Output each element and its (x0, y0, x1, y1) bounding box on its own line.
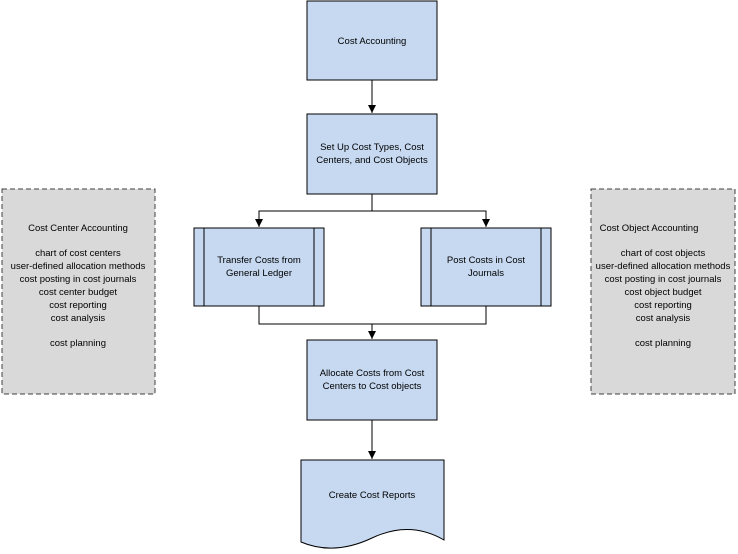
connector-transfer-to-allocate (258, 306, 376, 339)
panel-cost-center-item: user-defined allocation methods (11, 261, 146, 272)
node-set-up-cost-types: Set Up Cost Types, Cost Centers, and Cos… (306, 113, 438, 195)
panel-cost-center-item: cost analysis (51, 313, 106, 324)
panel-cost-object-item: cost object budget (624, 287, 701, 298)
panel-cost-object-accounting: Cost Object Accounting chart of cost obj… (590, 188, 736, 395)
node-allocate-costs-label-line-1: Allocate Costs from Cost (320, 368, 425, 379)
node-transfer-costs: Transfer Costs from General Ledger (193, 227, 325, 307)
panel-cost-center-item: cost posting in cost journals (20, 274, 137, 285)
panel-cost-object-item: cost planning (635, 338, 691, 349)
panel-cost-object-item: cost reporting (634, 300, 692, 311)
connector-setup-to-transfer (255, 194, 373, 227)
panel-cost-center-item: cost center budget (39, 287, 118, 298)
panel-cost-center-accounting: Cost Center Accounting chart of cost cen… (1, 188, 156, 395)
node-transfer-costs-label-line-2: General Ledger (226, 268, 292, 279)
node-transfer-costs-label-line-1: Transfer Costs from (217, 255, 301, 266)
node-allocate-costs-label-line-2: Centers to Cost objects (323, 381, 422, 392)
panel-cost-object-item: cost posting in cost journals (605, 274, 722, 285)
node-set-up-label-line-2: Centers, and Cost Objects (316, 155, 428, 166)
panel-cost-center-item: cost reporting (49, 300, 107, 311)
node-cost-accounting-label: Cost Accounting (338, 36, 407, 47)
panel-cost-object-item: user-defined allocation methods (596, 261, 731, 272)
panel-cost-center-item: cost planning (50, 338, 106, 349)
node-post-costs: Post Costs in Cost Journals (420, 227, 552, 307)
panel-cost-object-item: chart of cost objects (621, 248, 706, 259)
panel-cost-center-title: Cost Center Accounting (28, 223, 128, 234)
connector-post-to-allocate (372, 306, 487, 325)
connectors (255, 80, 490, 459)
node-cost-accounting: Cost Accounting (306, 0, 438, 81)
node-create-cost-reports: Create Cost Reports (300, 459, 445, 549)
node-post-costs-label-line-2: Journals (468, 268, 504, 279)
panel-cost-center-item: chart of cost centers (35, 248, 121, 259)
panel-cost-object-item: cost analysis (636, 313, 691, 324)
node-post-costs-label-line-1: Post Costs in Cost (447, 255, 525, 266)
node-set-up-label-line-1: Set Up Cost Types, Cost (320, 142, 424, 153)
panel-cost-object-title: Cost Object Accounting (600, 223, 699, 234)
node-allocate-costs: Allocate Costs from Cost Centers to Cost… (306, 339, 438, 421)
node-create-cost-reports-label: Create Cost Reports (329, 490, 416, 501)
connector-setup-to-post (372, 210, 490, 227)
